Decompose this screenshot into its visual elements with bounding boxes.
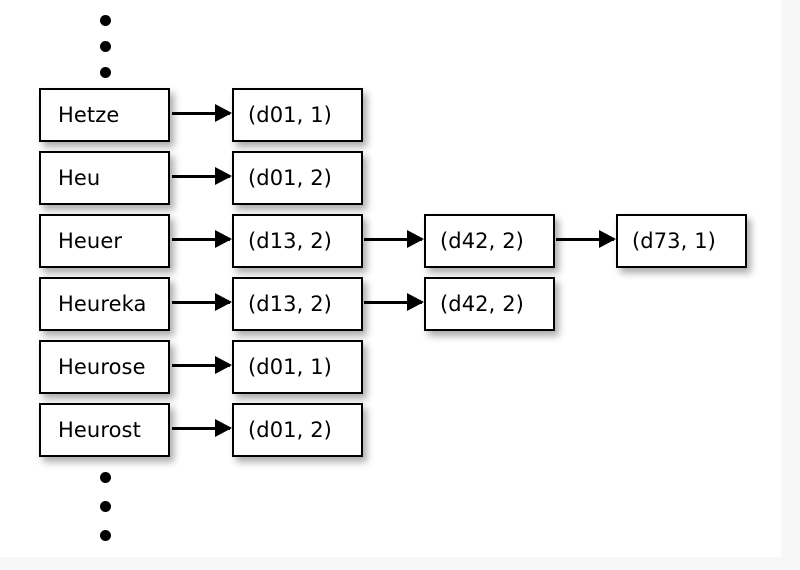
posting-box-d01-2-6: (d01, 2) <box>232 403 363 457</box>
term-label: Heureka <box>58 292 147 316</box>
ellipsis-below-terms-dot-3 <box>99 530 111 541</box>
ellipsis-below-terms-dot-1 <box>99 472 111 483</box>
term-box-heurose-5: Heurose <box>39 340 170 394</box>
posting-label: (d01, 2) <box>248 166 332 190</box>
term-label: Heuer <box>58 229 123 253</box>
ellipsis-above-terms-dot-2 <box>99 41 111 52</box>
arrow-heureka-to-d13-2 <box>172 300 230 304</box>
posting-label: (d01, 1) <box>248 355 332 379</box>
posting-label: (d42, 2) <box>440 229 524 253</box>
term-box-heu-2: Heu <box>39 151 170 205</box>
term-label: Heurose <box>58 355 146 379</box>
term-label: Heu <box>58 166 101 190</box>
posting-box-d73-1-1: (d73, 1) <box>616 214 747 268</box>
term-label: Hetze <box>58 103 120 127</box>
posting-box-d42-2-1: (d42, 2) <box>424 214 555 268</box>
posting-label: (d42, 2) <box>440 292 524 316</box>
posting-box-d13-2-3: (d13, 2) <box>232 214 363 268</box>
posting-label: (d13, 2) <box>248 292 332 316</box>
posting-label: (d01, 1) <box>248 103 332 127</box>
posting-box-d42-2-2: (d42, 2) <box>424 277 555 331</box>
arrow-heurose-to-d01-1 <box>172 363 230 367</box>
posting-box-d01-2-2: (d01, 2) <box>232 151 363 205</box>
arrow-d13-2-to-d42-2-row4 <box>364 300 422 304</box>
arrow-heu-to-d01-2 <box>172 174 230 178</box>
ellipsis-below-terms-dot-2 <box>99 501 111 512</box>
posting-box-d01-1-5: (d01, 1) <box>232 340 363 394</box>
arrow-heurost-to-d01-2 <box>172 426 230 430</box>
posting-box-d13-2-4: (d13, 2) <box>232 277 363 331</box>
term-label: Heurost <box>58 418 141 442</box>
arrow-hetze-to-d01-1 <box>172 111 230 115</box>
arrow-d13-2-to-d42-2-row3 <box>364 237 422 241</box>
term-box-heurost-6: Heurost <box>39 403 170 457</box>
posting-label: (d13, 2) <box>248 229 332 253</box>
posting-box-d01-1-1: (d01, 1) <box>232 88 363 142</box>
term-box-heuer-3: Heuer <box>39 214 170 268</box>
ellipsis-above-terms-dot-3 <box>99 67 111 78</box>
ellipsis-above-terms-dot-1 <box>99 15 111 26</box>
arrow-heuer-to-d13-2 <box>172 237 230 241</box>
arrow-d42-2-to-d73-1 <box>556 237 614 241</box>
posting-label: (d73, 1) <box>632 229 716 253</box>
term-box-hetze-1: Hetze <box>39 88 170 142</box>
posting-label: (d01, 2) <box>248 418 332 442</box>
term-box-heureka-4: Heureka <box>39 277 170 331</box>
